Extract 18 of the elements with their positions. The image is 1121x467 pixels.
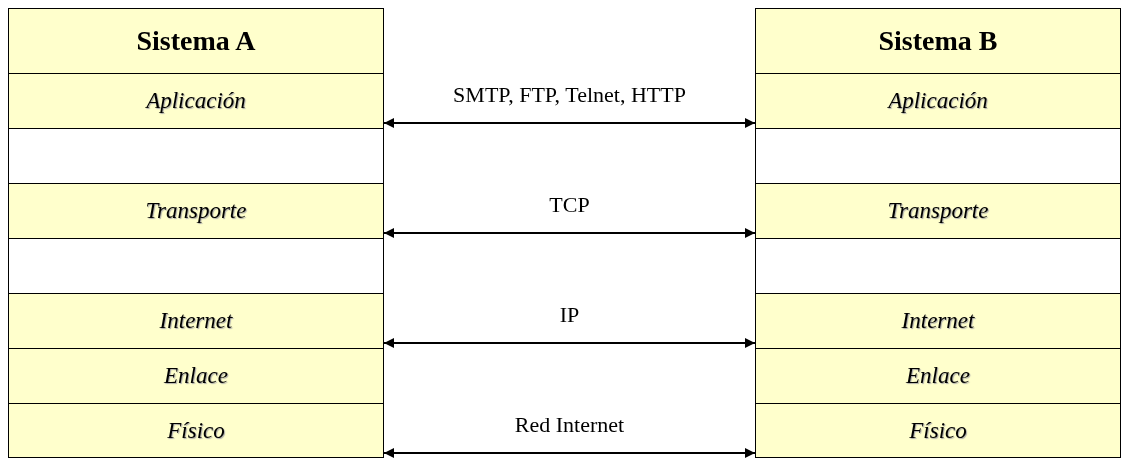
- column-heading: Sistema A: [136, 25, 256, 57]
- empty-layer-cell: [756, 128, 1120, 183]
- layer-cell: Internet: [9, 293, 383, 348]
- layer-cell: Físico: [756, 403, 1120, 458]
- double-arrow: [383, 228, 756, 238]
- layer-cell: Internet: [756, 293, 1120, 348]
- empty-layer-cell: [9, 238, 383, 293]
- double-arrow: [383, 338, 756, 348]
- layer-cell: Enlace: [9, 348, 383, 403]
- empty-layer-cell: [756, 238, 1120, 293]
- layer-cell: Físico: [9, 403, 383, 458]
- double-arrow: [383, 118, 756, 128]
- double-arrow: [383, 448, 756, 458]
- empty-layer-cell: [9, 128, 383, 183]
- column-heading: Sistema B: [878, 25, 998, 57]
- protocol-stack-column: [755, 8, 1121, 458]
- protocol-stack-column: [8, 8, 384, 458]
- layer-cell: Enlace: [756, 348, 1120, 403]
